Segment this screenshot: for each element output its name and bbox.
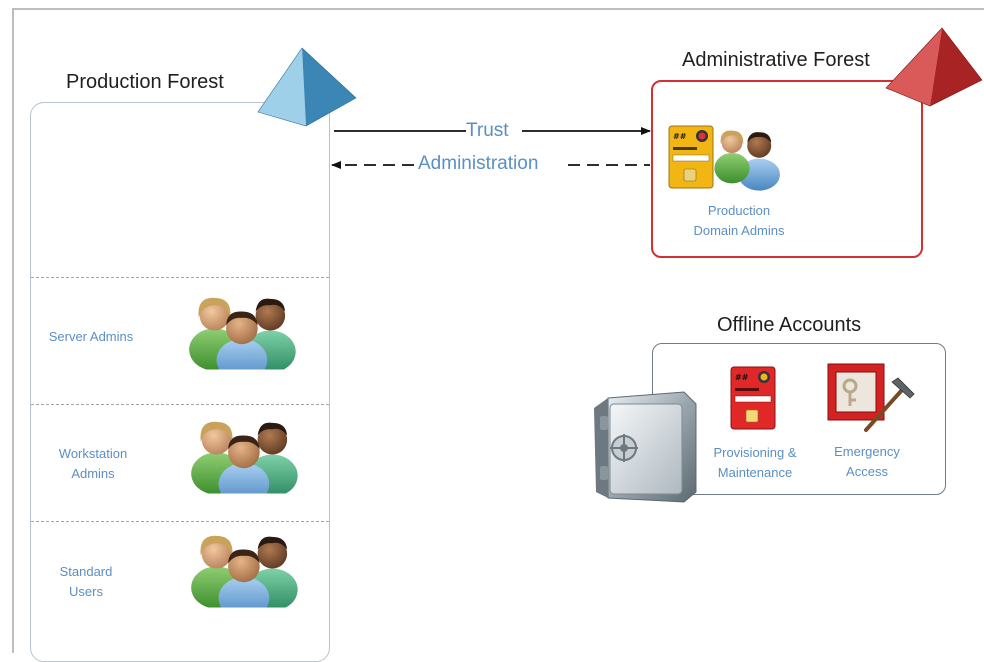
frame-top-border	[12, 8, 984, 10]
offline-accounts-title: Offline Accounts	[717, 314, 862, 336]
tier-divider	[31, 521, 329, 522]
workstation-admins-label: Workstation Admins	[58, 446, 128, 481]
connection-arrows	[331, 127, 651, 169]
tier-divider	[31, 277, 329, 278]
admin-pyramid-icon	[885, 27, 983, 107]
smartcard-icon: ##	[730, 366, 776, 430]
smartcard-icon: ##	[668, 125, 714, 189]
production-forest-container	[30, 102, 330, 662]
tier-divider	[31, 404, 329, 405]
svg-text:##: ##	[673, 132, 687, 141]
production-pyramid-icon	[257, 47, 357, 127]
users-group-icon	[188, 414, 304, 494]
administration-label: Administration	[418, 153, 539, 174]
provisioning-maintenance-label: Provisioning & Maintenance	[713, 445, 797, 480]
trust-label: Trust	[466, 120, 509, 141]
users-group-icon	[188, 528, 304, 608]
administrative-forest-container	[651, 80, 923, 258]
emergency-access-label: Emergency Access	[834, 444, 900, 479]
users-group-icon	[186, 290, 302, 370]
production-domain-admins-label: Production Domain Admins	[693, 203, 785, 238]
emergency-key-box-icon	[827, 363, 915, 432]
frame-left-border	[12, 8, 14, 653]
svg-text:##: ##	[735, 373, 749, 382]
domain-admins-group-icon	[714, 130, 780, 191]
administrative-forest-title: Administrative Forest	[682, 49, 870, 71]
production-forest-title: Production Forest	[66, 71, 224, 93]
standard-users-label: Standard Users	[59, 564, 113, 599]
vault-icon	[594, 391, 697, 503]
server-admins-label: Server Admins	[48, 329, 134, 344]
